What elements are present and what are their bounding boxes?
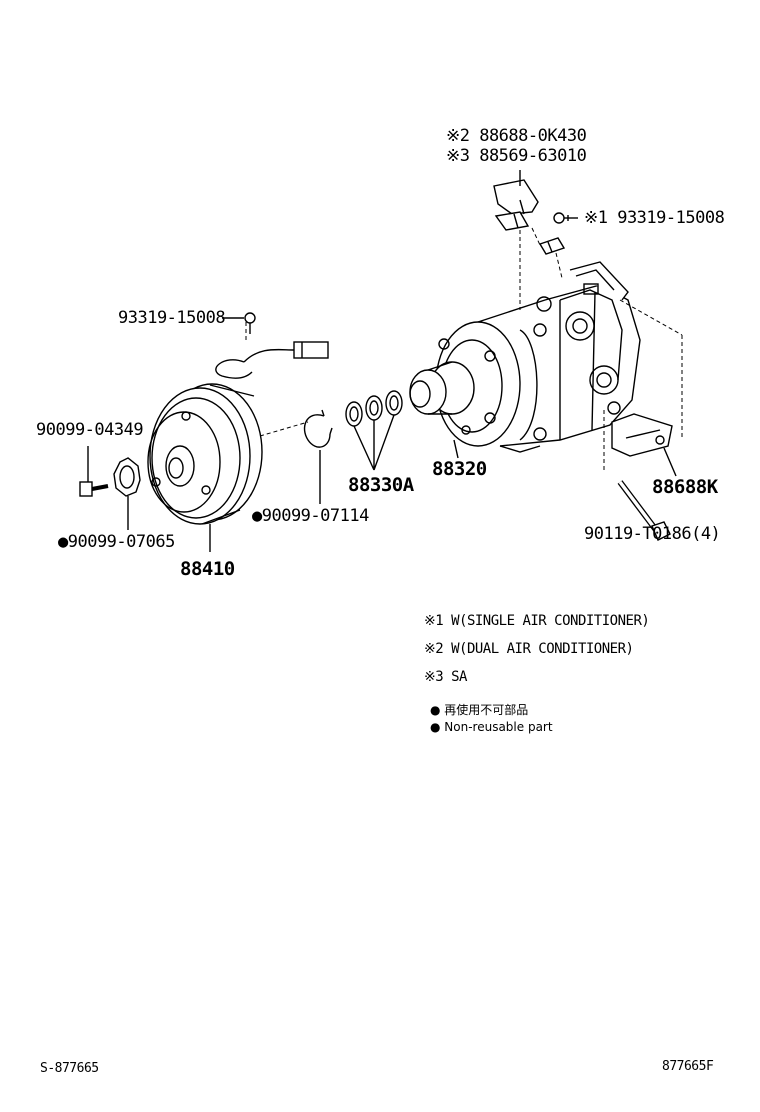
bracket-88688k: [611, 413, 673, 457]
footer-left-code: S-877665: [40, 1061, 99, 1076]
legend-jp: ● 再使用不可部品: [430, 703, 529, 717]
note-2: ※2 W(DUAL AIR CONDITIONER): [424, 641, 634, 657]
compressor-88320: [409, 261, 641, 453]
label-compressor-88320: 88320: [432, 458, 487, 480]
note-3: ※3 SA: [424, 669, 467, 685]
bolt-90119: [617, 480, 671, 541]
label-bolt-90119: 90119-T0186(4): [584, 524, 721, 544]
bracket-top: [493, 179, 539, 231]
note-1: ※1 W(SINGLE AIR CONDITIONER): [424, 613, 650, 629]
label-snap-ring: ●90099-07114: [252, 506, 369, 526]
label-clutch-88410: 88410: [180, 558, 235, 580]
label-bolt-90099-04349: 90099-04349: [36, 420, 144, 440]
washer-90099-07065: [113, 457, 141, 497]
legend-en: ● Non-reusable part: [430, 720, 553, 734]
label-bracket-dual: ※2 88688-0K430: [446, 126, 587, 146]
snap-ring: [303, 409, 333, 448]
bolt-left: [244, 312, 256, 334]
label-washer-90099-07065: ●90099-07065: [58, 532, 175, 552]
bolt-top-right: [553, 212, 578, 224]
label-bracket-88688k: 88688K: [652, 476, 718, 498]
clutch-88410: [147, 341, 329, 525]
bolt-90099-04349: [79, 481, 109, 497]
label-bracket-sa: ※3 88569-63010: [446, 146, 587, 166]
label-shims-88330a: 88330A: [348, 474, 414, 496]
footer-right-code: 877665F: [662, 1059, 714, 1074]
label-bolt-left: 93319-15008: [118, 308, 226, 328]
label-bolt-right: ※1 93319-15008: [584, 208, 725, 228]
